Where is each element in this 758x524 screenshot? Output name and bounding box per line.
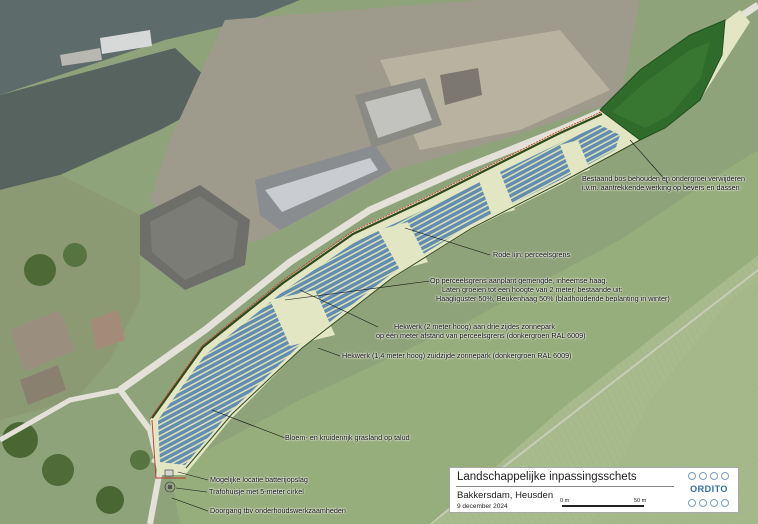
annotation-bos: Bestaand bos behouden en ondergroei verw…: [582, 174, 745, 192]
annotation-hekwerk-14m: Hekwerk (1,4 meter hoog) zuidzijde zonne…: [342, 351, 572, 360]
scale-start-label: 0 m: [560, 498, 570, 504]
parcel-boundary-north: [149, 110, 604, 420]
annotation-haag: Op perceelsgrens aanplant gemengde, inhe…: [430, 276, 670, 303]
annotation-hekwerk-2m-line1: Hekwerk (2 meter hoog) aan drie zijdes z…: [394, 322, 555, 331]
hedge-line: [151, 112, 603, 419]
title-divider: [456, 486, 674, 487]
annotation-batterij: Mogelijke locatie batterijopslag: [210, 475, 308, 484]
annotation-haag-line3: Haagliguster 50%, Beukenhaag 50% (bladho…: [436, 294, 670, 303]
logo-text: ORDITO: [690, 484, 728, 494]
annotation-hekwerk-2m-line2: op één meter afstand van perceelsgrens (…: [376, 331, 586, 340]
annotation-haag-line2: Laten groeien tot een hoogte van 2 meter…: [442, 285, 623, 294]
annotation-bos-line1: Bestaand bos behouden en ondergroei verw…: [582, 174, 746, 183]
annotation-haag-line1: Op perceelsgrens aanplant gemengde, inhe…: [430, 276, 608, 285]
ordito-logo: ORDITO: [684, 472, 734, 510]
scale-bar: 0 m 50 m: [560, 498, 652, 510]
map-date: 9 december 2024: [457, 503, 508, 510]
annotation-bos-line2: i.v.m. aantrekkende werking op bevers en…: [582, 183, 740, 192]
battery-marker: [164, 469, 174, 477]
annotation-trafo: Trafohuisje met 5-meter cirkel: [209, 487, 304, 496]
annotation-grasland: Bloem- en kruidenrijk grasland op talud: [285, 433, 410, 442]
scale-end-label: 50 m: [634, 498, 647, 504]
harbour-water: [0, 48, 225, 190]
title-block: Landschappelijke inpassingsschets Bakker…: [449, 467, 739, 513]
leader-lines: [171, 139, 669, 512]
annotation-hekwerk-2m: Hekwerk (2 meter hoog) aan drie zijdes z…: [376, 322, 586, 340]
trafo-circle: [164, 481, 176, 493]
parcel-boundary-west: [151, 419, 186, 479]
annotation-rode-lijn: Rode lijn: perceelsgrens: [493, 250, 571, 259]
annotation-doorgang: Doorgang tbv onderhoudswerkzaamheden: [210, 506, 346, 515]
scale-bar-segment: [603, 505, 644, 507]
map-title: Landschappelijke inpassingsschets: [457, 471, 637, 483]
fence-south: [185, 139, 641, 469]
map-location: Bakkersdam, Heusden: [457, 490, 554, 501]
